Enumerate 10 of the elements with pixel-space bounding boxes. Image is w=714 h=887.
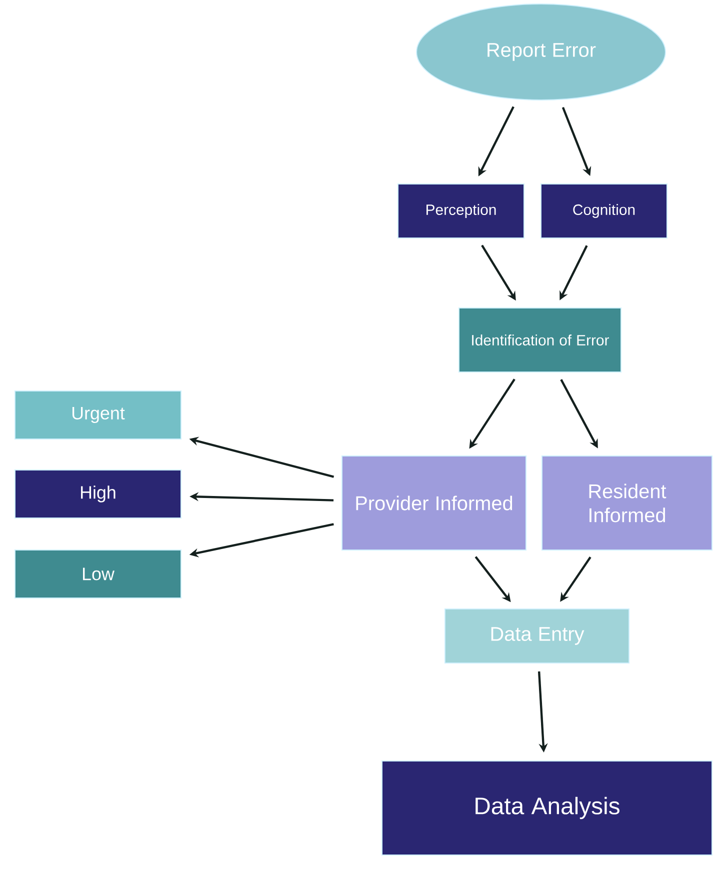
process-box: Resident Informed bbox=[542, 456, 712, 550]
process-box: Low bbox=[14, 550, 182, 598]
process-box: High bbox=[14, 470, 182, 518]
process-box: Provider Informed bbox=[342, 456, 526, 550]
process-box: Urgent bbox=[14, 390, 182, 440]
process-box: Data Entry bbox=[444, 608, 630, 664]
process-box: Cognition bbox=[540, 184, 668, 238]
process-box: Perception bbox=[398, 184, 524, 238]
process-box: Identification of Error bbox=[458, 308, 622, 372]
process-box: Data Analysis bbox=[382, 760, 712, 856]
